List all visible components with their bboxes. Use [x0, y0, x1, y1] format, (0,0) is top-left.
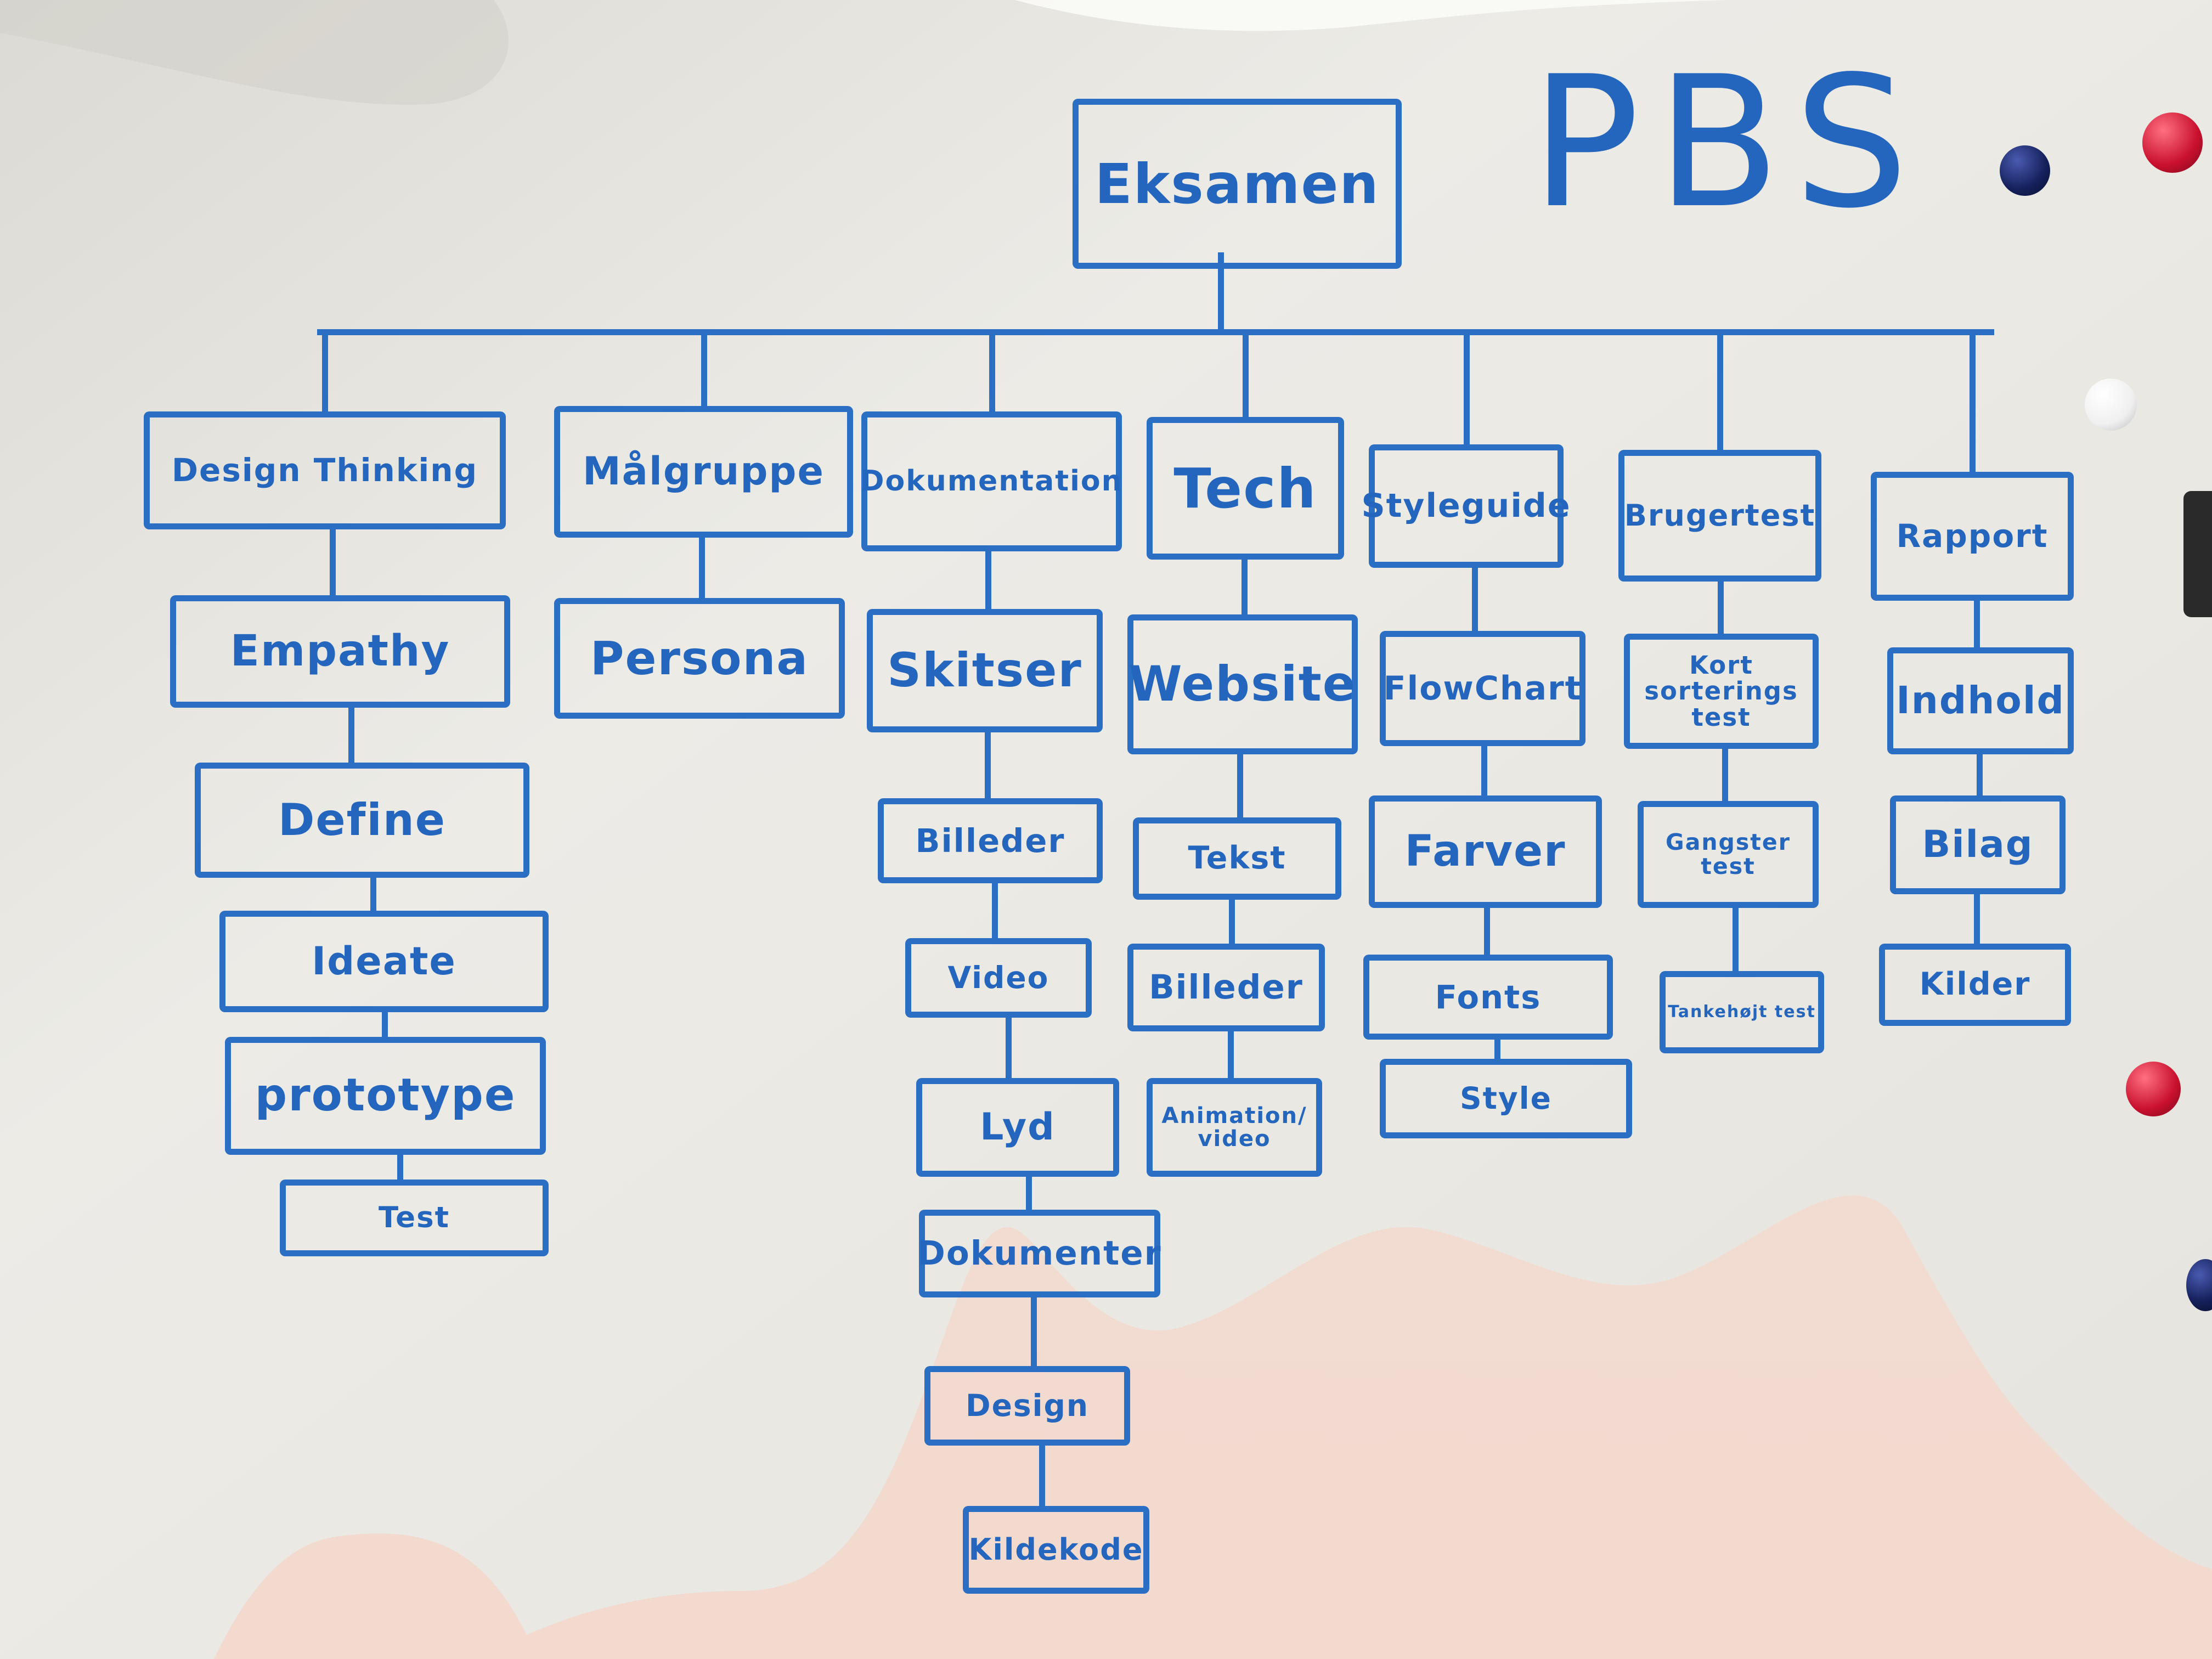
tree-node: Test: [280, 1180, 549, 1256]
tree-node: Gangster test: [1638, 801, 1819, 908]
tree-connector: [1973, 601, 1980, 647]
category-heading: Målgruppe: [554, 406, 853, 538]
red-magnet[interactable]: [2126, 1062, 2181, 1116]
tree-connector: [1471, 568, 1478, 631]
tree-node: Indhold: [1887, 647, 2074, 754]
category-heading: Brugertest: [1618, 450, 1821, 582]
branch-connector: [1463, 332, 1470, 444]
branch-connector: [1717, 332, 1723, 450]
tree-connector: [382, 1012, 388, 1037]
tree-connector: [348, 708, 354, 763]
tree-connector: [1976, 754, 1983, 795]
branch-connector: [322, 332, 328, 411]
tree-node: Style: [1380, 1059, 1632, 1138]
tree-node: Dokumenter: [917, 1210, 1161, 1297]
red-magnet[interactable]: [2142, 112, 2203, 173]
tree-node: Kilder: [1879, 944, 2071, 1026]
category-heading: Dokumentation: [860, 411, 1122, 551]
tree-connector: [985, 551, 992, 609]
branch-connector: [701, 332, 707, 406]
tree-connector: [1030, 1297, 1037, 1366]
left-glare: [0, 0, 509, 105]
category-heading: Tech: [1147, 417, 1344, 560]
tree-connector: [1229, 900, 1235, 944]
root-node: Eksamen: [1073, 99, 1402, 269]
category-heading: Rapport: [1871, 472, 2074, 601]
tree-node: Billeder: [1127, 944, 1325, 1031]
branch-connector: [1243, 332, 1249, 417]
white-magnet[interactable]: [2085, 379, 2137, 431]
tree-connector: [1973, 894, 1980, 944]
tree-connector: [1039, 1446, 1045, 1506]
tree-node: Bilag: [1890, 795, 2066, 894]
tree-node: Empathy: [170, 595, 510, 708]
tree-node: Tankehøjt test: [1660, 971, 1824, 1053]
tree-connector: [698, 538, 705, 598]
tree-connector: [1241, 560, 1248, 614]
tree-connector: [1494, 1040, 1500, 1059]
category-heading: Design Thinking: [144, 411, 506, 529]
tree-connector: [397, 1155, 403, 1180]
tree-connector: [1026, 1177, 1032, 1210]
navy-magnet[interactable]: [2000, 145, 2050, 196]
tree-connector: [1227, 1031, 1234, 1078]
tree-connector: [1484, 908, 1490, 955]
tree-connector: [1237, 754, 1243, 817]
tree-node: Define: [195, 763, 529, 878]
tree-node: Website: [1127, 614, 1358, 754]
tree-node: Tekst: [1133, 817, 1341, 900]
top-glare: [1015, 0, 1728, 31]
tree-node: Farver: [1369, 795, 1602, 908]
tree-node: Persona: [554, 598, 845, 719]
tree-connector: [1732, 908, 1739, 971]
tree-connector: [1005, 1018, 1012, 1078]
tree-node: Fonts: [1363, 955, 1613, 1040]
tree-connector: [991, 883, 998, 938]
root-connector: [1218, 252, 1224, 335]
branch-connector: [1970, 332, 1976, 472]
tree-connector: [1718, 582, 1724, 634]
tree-connector: [370, 878, 376, 911]
branch-connector: [989, 332, 995, 411]
tree-node: Ideate: [219, 911, 549, 1012]
tree-connector: [985, 732, 991, 798]
tree-node: Design: [924, 1366, 1130, 1446]
tree-node: FlowChart: [1380, 631, 1585, 746]
eraser-holder[interactable]: [2183, 491, 2212, 617]
tree-node: prototype: [225, 1037, 546, 1155]
tree-node: Animation/ video: [1147, 1078, 1322, 1177]
tree-node: Kort sorterings test: [1624, 634, 1819, 749]
title-pbs: PBS: [1531, 37, 1926, 248]
tree-connector: [330, 529, 336, 595]
tree-node: Skitser: [867, 609, 1103, 732]
tree-connector: [1722, 749, 1728, 801]
tree-node: Kildekode: [963, 1506, 1149, 1594]
tree-node: Video: [905, 938, 1092, 1018]
tree-node: Billeder: [878, 798, 1103, 883]
top-branch-line: [317, 329, 1994, 335]
tree-node: Lyd: [916, 1078, 1119, 1177]
category-heading: Styleguide: [1361, 444, 1570, 568]
tree-connector: [1481, 746, 1487, 795]
